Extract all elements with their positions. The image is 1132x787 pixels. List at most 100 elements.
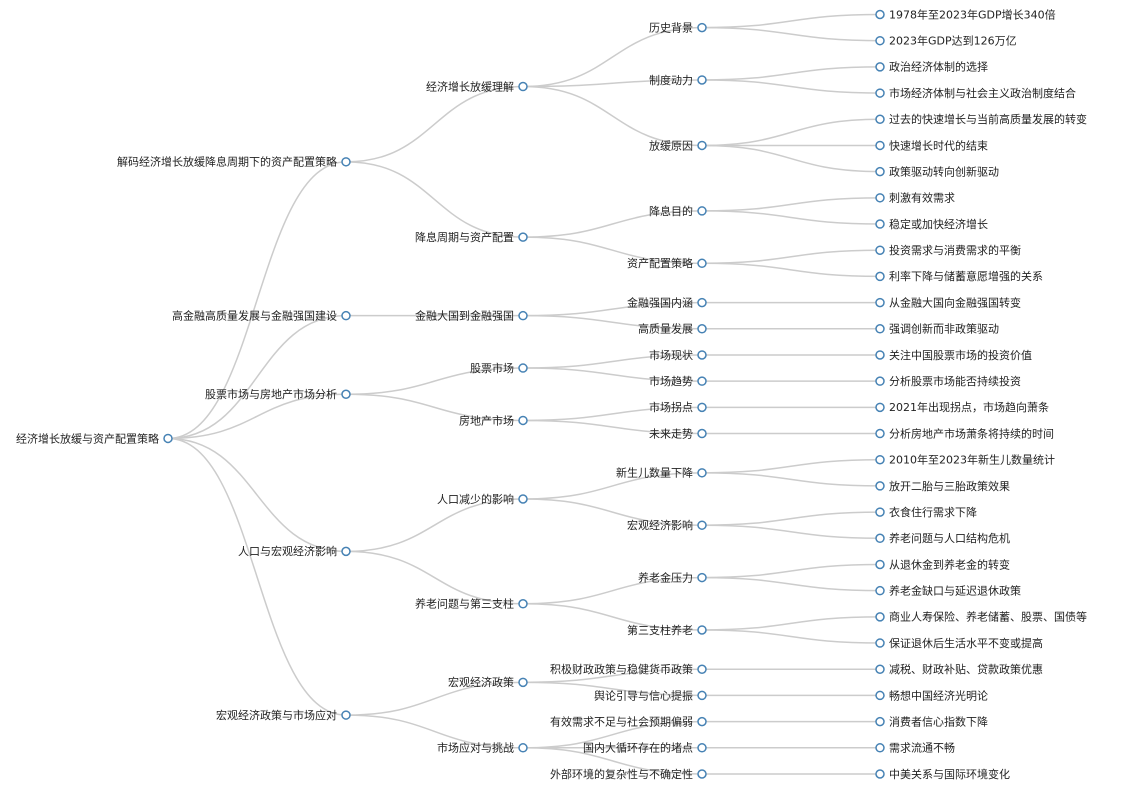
node-toggle-dot[interactable] [697,297,707,308]
mind-map-node[interactable]: 需求流通不畅 [875,741,955,755]
node-toggle-dot[interactable] [697,716,707,727]
node-toggle-dot[interactable] [697,743,707,753]
mind-map-node[interactable]: 积极财政政策与稳健货币政策 [550,662,707,676]
mind-map-node[interactable]: 养老问题与人口结构危机 [875,531,1010,545]
node-toggle-dot[interactable] [518,363,528,373]
mind-map-node[interactable]: 外部环境的复杂性与不确定性 [550,767,707,781]
node-toggle-dot[interactable] [875,690,885,701]
node-toggle-dot[interactable] [875,612,885,622]
mind-map-node[interactable]: 股票市场 [470,361,528,375]
mind-map-node[interactable]: 刺激有效需求 [875,191,955,205]
node-toggle-dot[interactable] [341,157,351,167]
node-toggle-dot[interactable] [697,664,707,674]
mind-map-node[interactable]: 降息目的 [649,204,707,218]
mind-map-node[interactable]: 降息周期与资产配置 [415,230,528,244]
mind-map-node[interactable]: 人口与宏观经济影响 [238,544,351,558]
node-toggle-dot[interactable] [875,140,885,151]
node-toggle-dot[interactable] [875,402,885,413]
node-toggle-dot[interactable] [518,232,528,242]
mind-map-node[interactable]: 国内大循环存在的堵点 [583,741,707,755]
node-toggle-dot[interactable] [518,743,528,753]
mind-map-node[interactable]: 未来走势 [649,427,707,440]
mind-map-node[interactable]: 第三支柱养老 [627,623,707,637]
mind-map-node[interactable]: 2010年至2023年新生儿数量统计 [875,453,1055,467]
mind-map-node[interactable]: 政策驱动转向创新驱动 [875,164,999,178]
mind-map-node[interactable]: 解码经济增长放缓降息周期下的资产配置策略 [117,155,351,169]
node-toggle-dot[interactable] [875,88,885,98]
node-toggle-dot[interactable] [875,664,885,674]
mind-map-node[interactable]: 过去的快速增长与当前高质量发展的转变 [875,112,1087,126]
mind-map-node[interactable]: 衣食住行需求下降 [875,505,977,519]
mind-map-node[interactable]: 消费者信心指数下降 [875,714,988,728]
node-toggle-dot[interactable] [875,454,885,465]
mind-map-node[interactable]: 商业人寿保险、养老储蓄、股票、国债等 [875,610,1087,624]
mind-map-node[interactable]: 从金融大国向金融强国转变 [875,295,1021,309]
node-toggle-dot[interactable] [697,140,707,151]
node-toggle-dot[interactable] [518,677,528,688]
node-toggle-dot[interactable] [697,75,707,85]
node-toggle-dot[interactable] [875,559,885,570]
mind-map-node[interactable]: 养老金压力 [638,570,707,584]
node-toggle-dot[interactable] [341,546,351,557]
node-toggle-dot[interactable] [341,389,351,399]
mind-map-node[interactable]: 人口减少的影响 [437,492,528,506]
node-toggle-dot[interactable] [875,585,885,596]
mind-map-node[interactable]: 宏观经济政策 [448,675,528,689]
node-toggle-dot[interactable] [697,625,707,635]
mind-map-node[interactable]: 利率下降与储蓄意愿增强的关系 [875,269,1043,283]
node-toggle-dot[interactable] [697,258,707,269]
mind-map-node[interactable]: 市场应对与挑战 [437,741,528,755]
node-toggle-dot[interactable] [875,166,885,177]
node-toggle-dot[interactable] [875,638,885,648]
mind-map-node[interactable]: 市场拐点 [649,400,707,414]
mind-map-node[interactable]: 高金融高质量发展与金融强国建设 [172,309,351,323]
node-toggle-dot[interactable] [875,219,885,229]
node-toggle-dot[interactable] [518,494,528,504]
node-toggle-dot[interactable] [697,22,707,33]
node-toggle-dot[interactable] [341,710,351,720]
node-toggle-dot[interactable] [697,520,707,530]
mind-map-node[interactable]: 放缓原因 [649,138,707,152]
mind-map-node[interactable]: 资产配置策略 [627,256,707,270]
node-toggle-dot[interactable] [518,310,528,321]
node-toggle-dot[interactable] [697,402,707,413]
mind-map-node[interactable]: 中美关系与国际环境变化 [875,767,1010,781]
node-toggle-dot[interactable] [875,324,885,334]
node-toggle-dot[interactable] [518,599,528,609]
mind-map-node[interactable]: 市场趋势 [649,374,707,388]
mind-map-node[interactable]: 畅想中国经济光明论 [875,688,988,702]
node-toggle-dot[interactable] [875,716,885,727]
node-toggle-dot[interactable] [875,533,885,544]
node-toggle-dot[interactable] [697,376,707,386]
mind-map-node[interactable]: 有效需求不足与社会预期偏弱 [550,714,707,728]
mind-map-node[interactable]: 经济增长放缓理解 [426,79,528,93]
node-toggle-dot[interactable] [875,62,885,72]
node-toggle-dot[interactable] [697,350,707,360]
mind-map-node[interactable]: 市场现状 [649,348,707,362]
node-toggle-dot[interactable] [875,245,885,255]
mind-map-node[interactable]: 分析股票市场能否持续投资 [875,374,1021,388]
node-toggle-dot[interactable] [875,481,885,491]
mind-map-node[interactable]: 放开二胎与三胎政策效果 [875,479,1010,493]
mind-map-node[interactable]: 历史背景 [649,20,707,34]
node-toggle-dot[interactable] [697,769,707,779]
node-toggle-dot[interactable] [518,415,528,426]
mind-map-node[interactable]: 宏观经济政策与市场应对 [216,708,351,722]
node-toggle-dot[interactable] [875,743,885,753]
mind-map-node[interactable]: 金融强国内涵 [627,295,707,309]
mind-map-node[interactable]: 投资需求与消费需求的平衡 [875,243,1021,257]
node-toggle-dot[interactable] [875,297,885,308]
mind-map-node[interactable]: 经济增长放缓与资产配置策略 [16,431,173,445]
node-toggle-dot[interactable] [697,468,707,478]
node-toggle-dot[interactable] [875,769,885,779]
node-toggle-dot[interactable] [875,193,885,203]
mind-map-node[interactable]: 养老问题与第三支柱 [415,597,528,611]
node-toggle-dot[interactable] [875,428,885,439]
mind-map-node[interactable]: 政治经济体制的选择 [875,60,988,74]
mind-map-node[interactable]: 市场经济体制与社会主义政治制度结合 [875,86,1076,100]
mind-map-node[interactable]: 股票市场与房地产市场分析 [205,387,351,401]
mind-map-node[interactable]: 分析房地产市场萧条将持续的时间 [875,426,1054,440]
node-toggle-dot[interactable] [163,433,173,444]
mind-map-node[interactable]: 保证退休后生活水平不变或提高 [875,636,1043,650]
mind-map-node[interactable]: 2021年出现拐点，市场趋向萧条 [875,400,1049,414]
